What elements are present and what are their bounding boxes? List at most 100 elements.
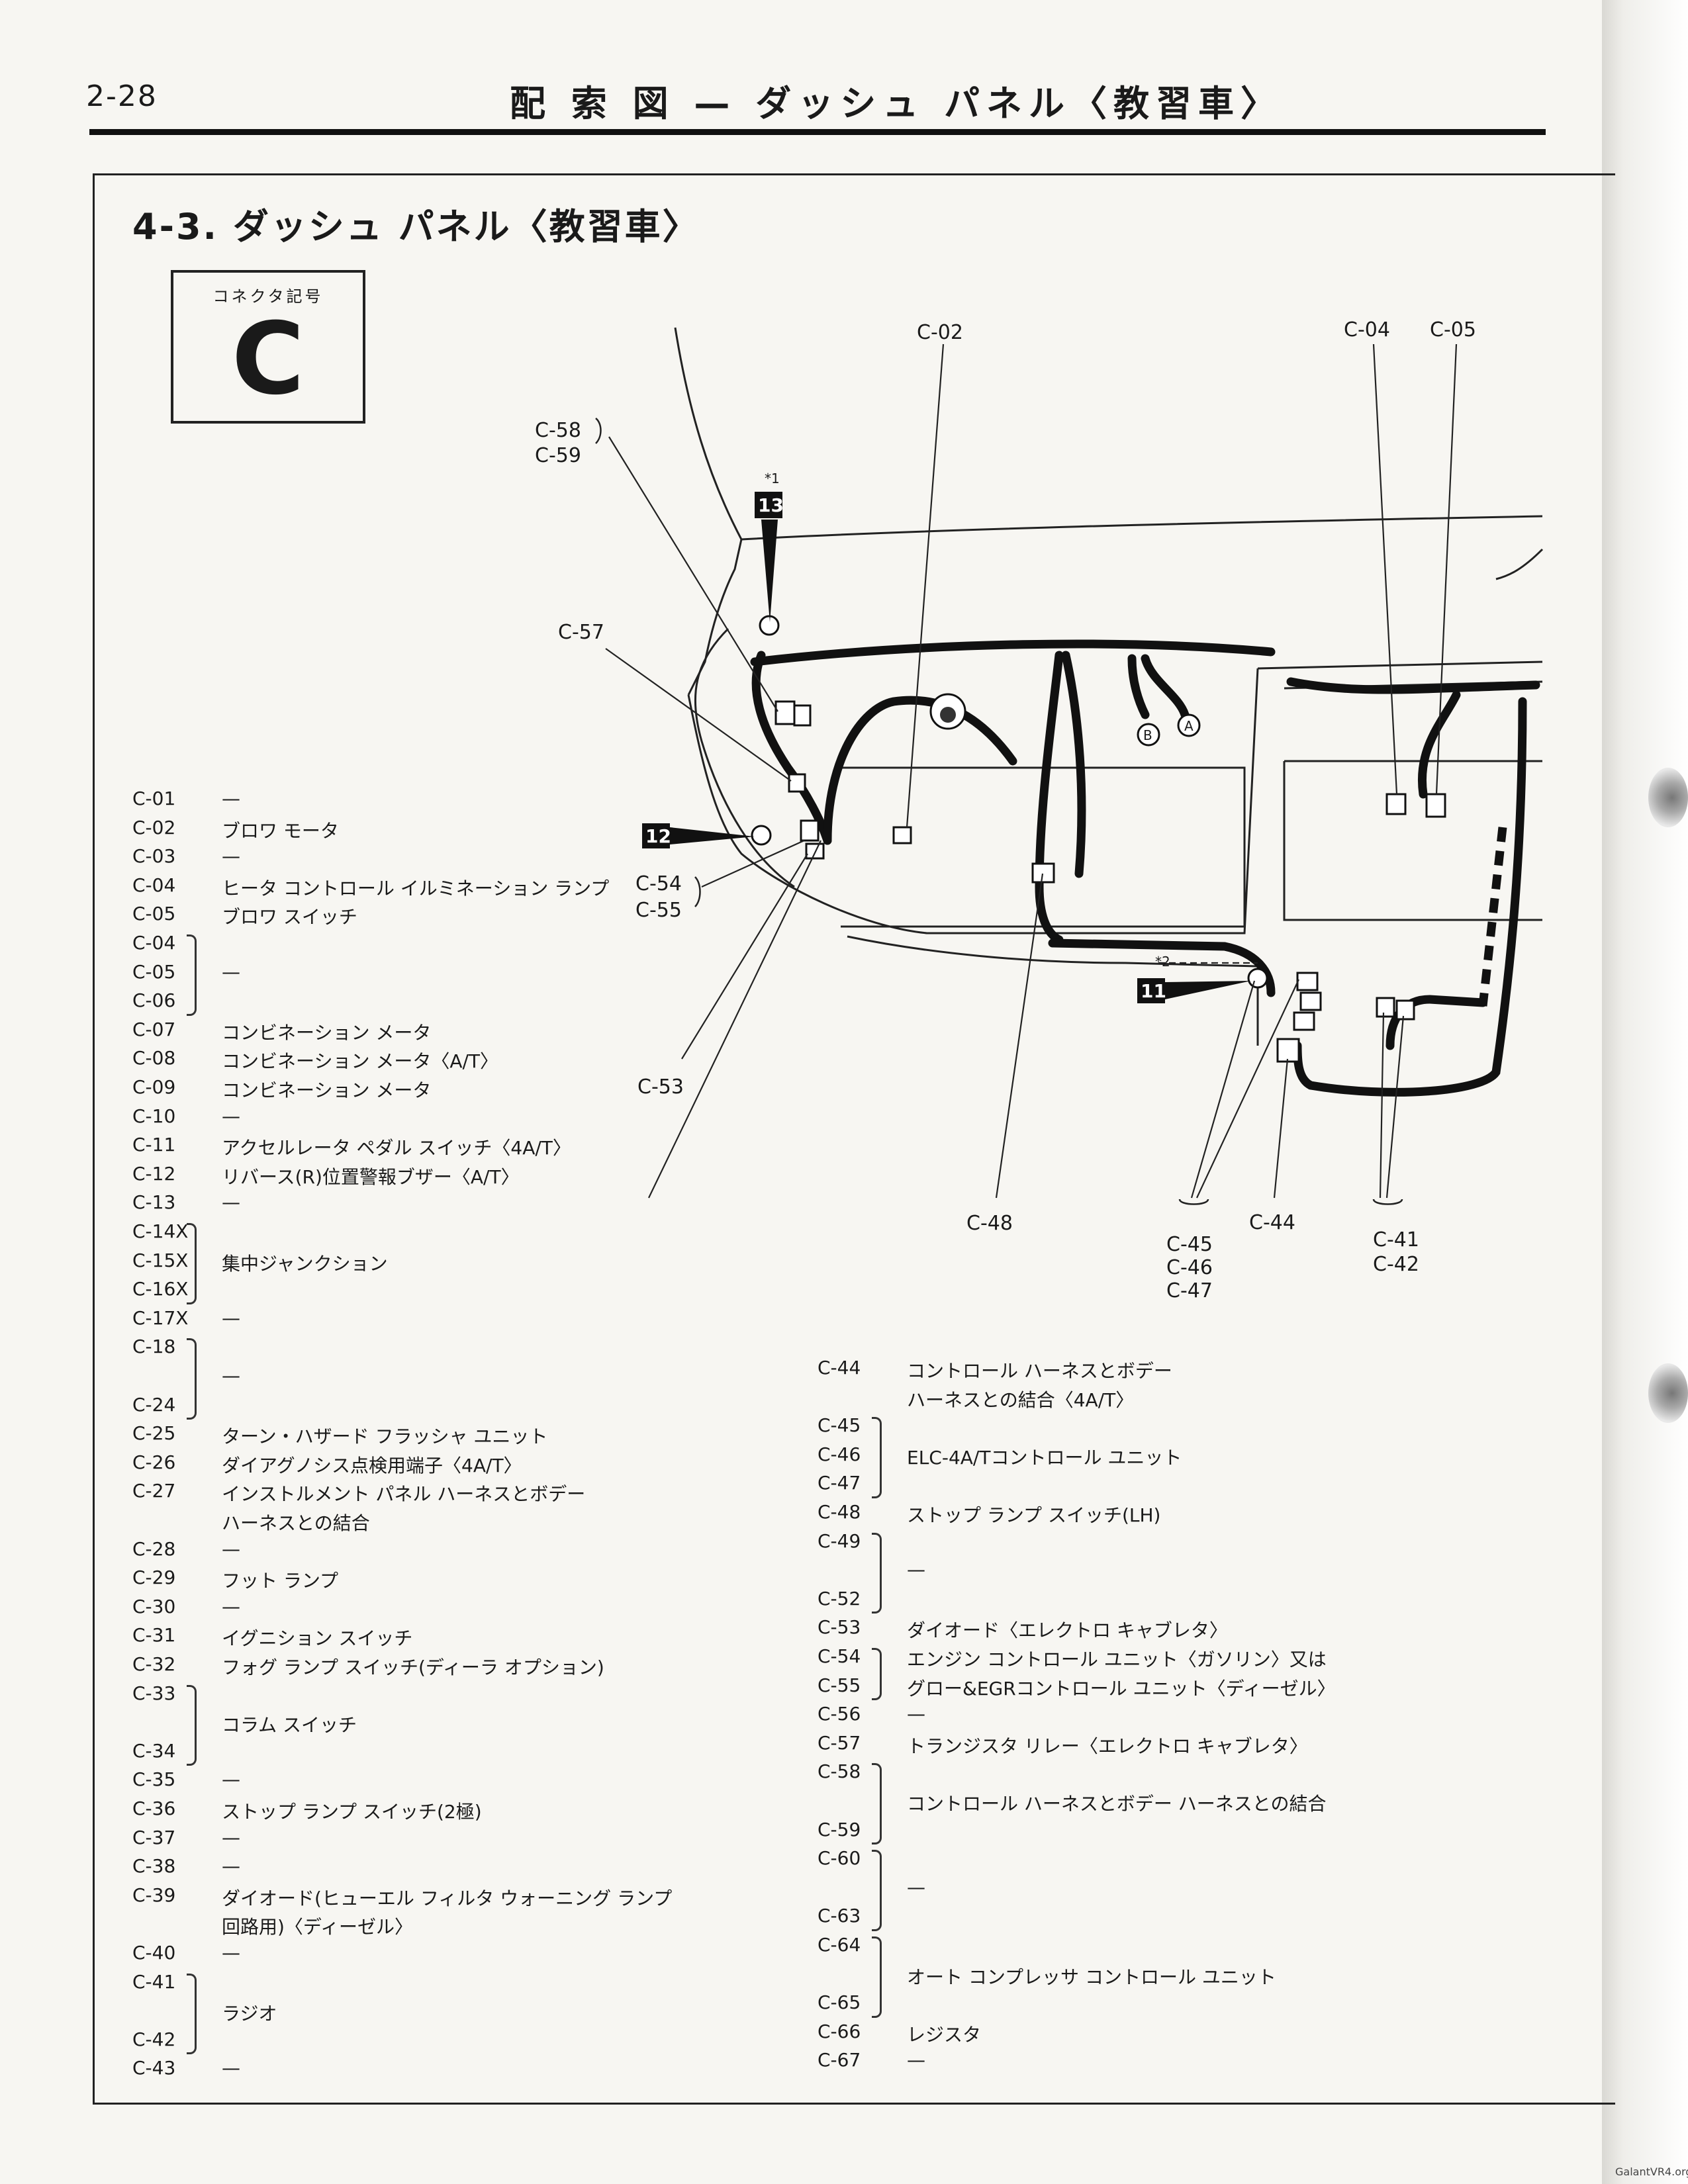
connector-code: C-18 bbox=[132, 1336, 176, 1358]
leader-c41 bbox=[1379, 1012, 1385, 1199]
label-c55: C-55 bbox=[635, 899, 682, 922]
connector-c42 bbox=[1395, 999, 1415, 1021]
label-c42: C-42 bbox=[1373, 1253, 1419, 1276]
connector-c47 bbox=[1293, 1011, 1315, 1031]
connector-code: C-45 bbox=[818, 1414, 861, 1437]
connector-code: C-54 bbox=[818, 1645, 861, 1667]
connector-description: ダイオード(ヒューエル フィルタ ウォーニング ランプ bbox=[222, 1887, 673, 1909]
connector-c48 bbox=[1031, 862, 1055, 884]
label-c47: C-47 bbox=[1166, 1279, 1213, 1302]
connector-description: コラム スイッチ bbox=[222, 1714, 357, 1737]
connector-code: C-31 bbox=[132, 1624, 176, 1647]
connector-description: アクセルレータ ペダル スイッチ〈4A/T〉 bbox=[222, 1137, 571, 1160]
connector-code: C-59 bbox=[818, 1818, 861, 1841]
section-title: 4-3. ダッシュ パネル〈教習車〉 bbox=[132, 206, 700, 248]
connector-code: C-65 bbox=[818, 1991, 861, 2014]
connector-code: C-05 bbox=[132, 960, 176, 983]
leader-c45b bbox=[1196, 979, 1299, 1199]
connector-code: C-66 bbox=[818, 2020, 861, 2042]
connector-description: — bbox=[222, 1942, 240, 1964]
leader-c48 bbox=[995, 873, 1044, 1199]
tag-13-box bbox=[755, 492, 782, 518]
leader-c54 bbox=[701, 839, 805, 888]
harness-right-branch bbox=[1418, 690, 1461, 799]
connector-code: C-30 bbox=[132, 1595, 176, 1617]
harness-dashed bbox=[1478, 827, 1507, 1007]
harness-lower bbox=[1048, 938, 1276, 997]
label-c59: C-59 bbox=[535, 444, 581, 467]
connector-code: C-04 bbox=[132, 874, 176, 896]
connector-description: ダイアグノシス点検用端子〈4A/T〉 bbox=[222, 1454, 522, 1477]
connector-code: C-47 bbox=[818, 1472, 861, 1494]
connector-description: フォグ ランプ スイッチ(ディーラ オプション) bbox=[222, 1657, 604, 1678]
connector-code: C-01 bbox=[132, 788, 176, 809]
grommet-inner bbox=[940, 707, 956, 723]
connector-code: C-15X bbox=[132, 1249, 189, 1271]
group-brace bbox=[872, 1763, 882, 1845]
ground-a-label: A bbox=[1184, 718, 1194, 734]
connector-description: ELC-4A/Tコントロール ユニット bbox=[907, 1446, 1182, 1469]
tag-11-box bbox=[1137, 978, 1165, 1003]
connector-description: ターン・ハザード フラッシャ ユニット bbox=[222, 1426, 548, 1448]
harness-center-drop-2 bbox=[1061, 651, 1086, 878]
connector-code: C-41 bbox=[132, 1970, 176, 1993]
connector-description: コンビネーション メータ bbox=[222, 1079, 432, 1101]
connector-description: コンビネーション メータ bbox=[222, 1021, 432, 1044]
label-c02: C-02 bbox=[917, 321, 963, 344]
connector-code: C-03 bbox=[132, 845, 176, 868]
lower-dash-line bbox=[847, 935, 1258, 968]
connector-description: — bbox=[907, 1703, 925, 1725]
note-2: *2 bbox=[1155, 954, 1170, 970]
content-frame bbox=[93, 173, 1615, 2105]
ground-b-circle bbox=[1137, 723, 1160, 747]
connector-description: — bbox=[222, 1768, 240, 1791]
ground-a-circle bbox=[1177, 713, 1201, 737]
note-1: *1 bbox=[765, 471, 780, 486]
leader-c02 bbox=[906, 343, 945, 828]
connector-description: オート コンプレッサ コントロール ユニット bbox=[907, 1966, 1276, 1988]
group-brace bbox=[187, 1338, 197, 1420]
dash-upper-edge bbox=[741, 515, 1543, 541]
connector-description: インストルメント パネル ハーネスとボデー bbox=[222, 1483, 586, 1506]
dash-left-curve bbox=[694, 627, 795, 888]
connector-code: C-25 bbox=[132, 1422, 176, 1445]
connector-code: C-39 bbox=[132, 1884, 176, 1906]
connector-c54 bbox=[800, 819, 820, 842]
connector-code: C-06 bbox=[132, 989, 176, 1012]
connector-description: — bbox=[222, 1826, 240, 1848]
group-brace bbox=[187, 1223, 197, 1304]
connector-description: イグニション スイッチ bbox=[222, 1627, 413, 1650]
connector-description: ダイオード〈エレクトロ キャブレタ〉 bbox=[907, 1619, 1228, 1642]
connector-description: — bbox=[222, 788, 240, 809]
connector-description: — bbox=[222, 1306, 240, 1329]
label-c57: C-57 bbox=[558, 621, 604, 644]
label-c48: C-48 bbox=[966, 1212, 1013, 1235]
connector-description: ブロワ モータ bbox=[222, 819, 339, 842]
leader-c45 bbox=[1190, 980, 1256, 1199]
connector-code: C-53 bbox=[818, 1616, 861, 1639]
group-brace bbox=[872, 1532, 882, 1614]
leader-c44 bbox=[1273, 1058, 1289, 1199]
connector-symbol-caption: コネクタ記号 bbox=[212, 287, 324, 306]
page-number: 2-28 bbox=[86, 79, 158, 113]
connector-description: — bbox=[907, 1559, 925, 1581]
connector-code: C-58 bbox=[818, 1760, 861, 1783]
connector-description: — bbox=[222, 1855, 240, 1878]
tag-12-arrow bbox=[670, 827, 755, 844]
connector-code: C-13 bbox=[132, 1191, 176, 1214]
connector-c41 bbox=[1376, 997, 1395, 1018]
connector-code: C-35 bbox=[132, 1768, 176, 1791]
connector-description: ラジオ bbox=[222, 2003, 277, 2025]
tag-12-label: 12 bbox=[645, 825, 671, 847]
connector-code: C-07 bbox=[132, 1018, 176, 1040]
connector-description: — bbox=[222, 1595, 240, 1617]
group-brace bbox=[187, 934, 197, 1016]
label-c41: C-41 bbox=[1373, 1228, 1419, 1251]
dash-outline-upper bbox=[674, 327, 743, 696]
connector-code: C-17X bbox=[132, 1306, 189, 1329]
connector-code: C-05 bbox=[132, 903, 176, 925]
header-rule bbox=[89, 129, 1546, 135]
group-brace bbox=[872, 1648, 882, 1701]
page-title: 配 索 図 — ダッシュ パネル〈教習車〉 bbox=[510, 83, 1283, 124]
connector-description: グロー&EGRコントロール ユニット〈ディーゼル〉 bbox=[907, 1677, 1336, 1700]
